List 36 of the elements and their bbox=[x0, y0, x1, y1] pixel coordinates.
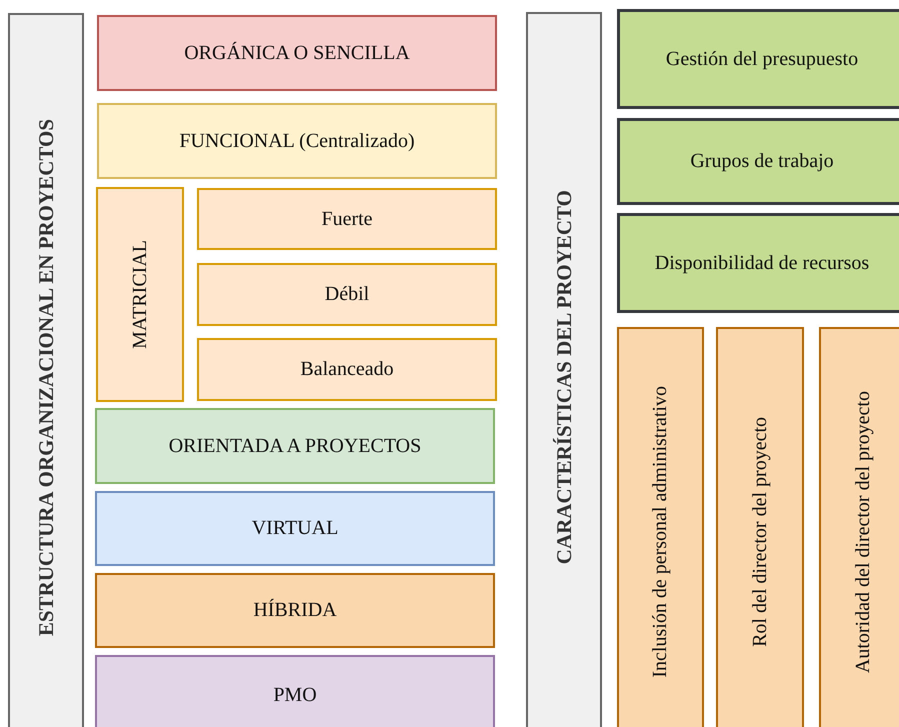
feature-box bbox=[617, 118, 899, 205]
box-label: Grupos de trabajo bbox=[689, 149, 835, 174]
subcategory-box bbox=[197, 338, 497, 401]
box-label: ORIENTADA A PROYECTOS bbox=[168, 434, 422, 458]
vertical-label: Inclusión de personal administrativo bbox=[648, 386, 672, 678]
category-box bbox=[95, 408, 495, 484]
box-label: Débil bbox=[324, 282, 370, 307]
box-label: Fuerte bbox=[320, 206, 374, 232]
subcategory-box bbox=[197, 263, 497, 326]
category-box bbox=[97, 103, 497, 179]
feature-box bbox=[617, 213, 899, 313]
box-label: PMO bbox=[272, 682, 318, 708]
feature-box bbox=[617, 327, 704, 727]
box-label: Disponibilidad de recursos bbox=[654, 250, 870, 276]
vertical-label: Autoridad del director del proyecto bbox=[850, 390, 874, 674]
title-panel bbox=[526, 12, 602, 727]
vertical-label: MATRICIAL bbox=[128, 240, 152, 349]
category-box bbox=[95, 573, 495, 648]
category-box bbox=[95, 655, 495, 727]
category-box bbox=[95, 491, 495, 566]
feature-box bbox=[716, 327, 804, 727]
box-label: FUNCIONAL (Centralizado) bbox=[178, 128, 416, 154]
box-label: ORGÁNICA O SENCILLA bbox=[183, 40, 411, 66]
feature-box bbox=[617, 9, 899, 109]
vertical-label: CARACTERÍSTICAS DEL PROYECTO bbox=[550, 190, 577, 564]
box-label: Gestión del presupuesto bbox=[664, 46, 860, 72]
feature-box bbox=[819, 327, 899, 727]
category-box bbox=[96, 187, 184, 402]
box-label: Balanceado bbox=[299, 357, 395, 382]
title-panel bbox=[8, 13, 84, 727]
vertical-label: ESTRUCTURA ORGANIZACIONAL EN PROYECTOS bbox=[32, 119, 59, 637]
category-box bbox=[97, 15, 497, 91]
vertical-label: Rol del director del proyecto bbox=[748, 417, 772, 647]
box-label: HÍBRIDA bbox=[252, 598, 338, 623]
subcategory-box bbox=[197, 188, 497, 250]
box-label: VIRTUAL bbox=[250, 516, 340, 541]
